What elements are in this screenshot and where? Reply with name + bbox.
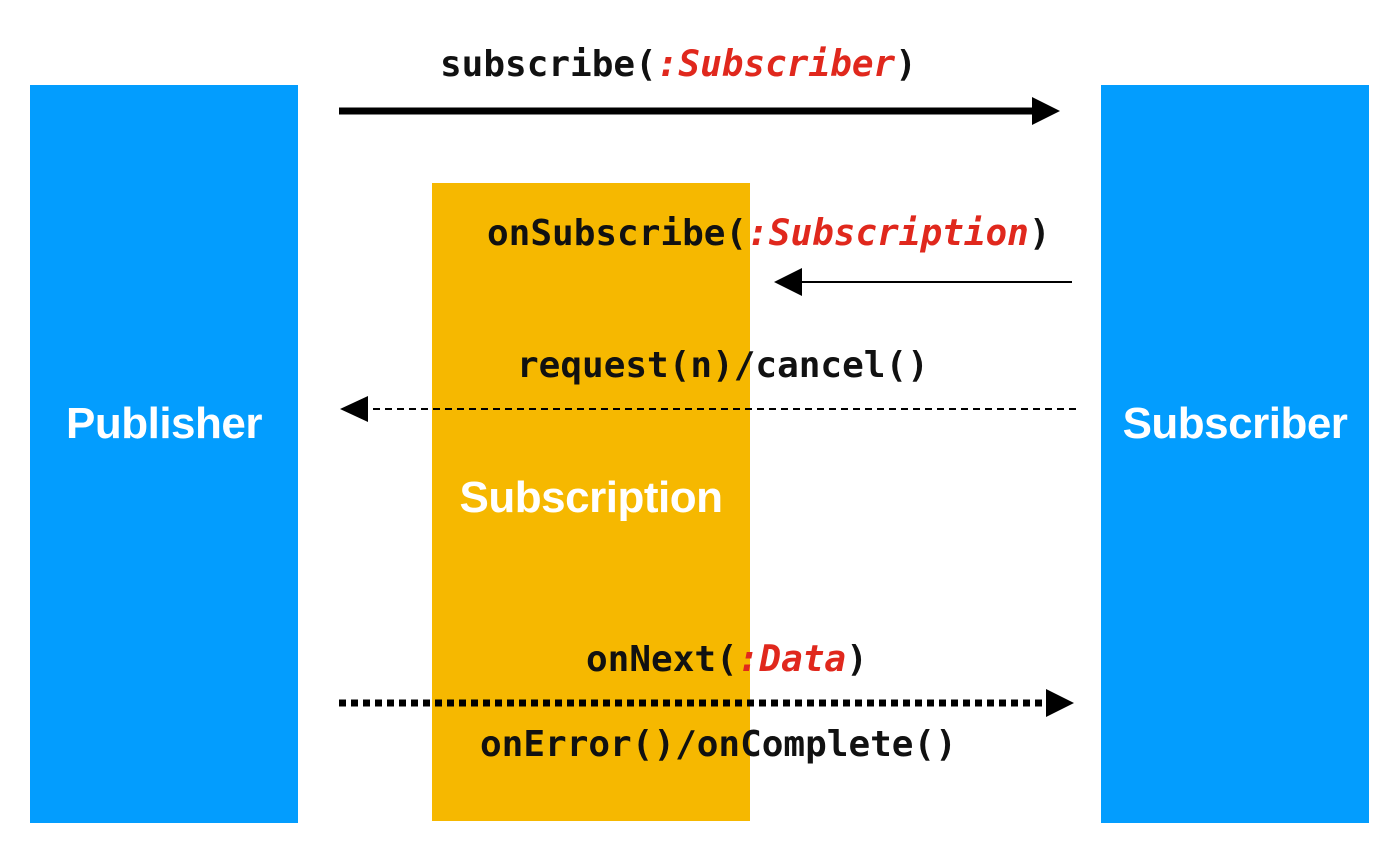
onnext-message: onNext(:Data): [586, 642, 868, 678]
onsubscribe-method: onSubscribe(: [487, 213, 748, 254]
onerror-oncomplete-message: onError()/onComplete(): [480, 724, 957, 765]
onsubscribe-message: onSubscribe(:Subscription): [487, 216, 1051, 252]
onnext-close: ): [846, 639, 868, 680]
subscription-box: Subscription: [432, 183, 750, 821]
onsubscribe-close: ): [1028, 213, 1051, 254]
publisher-box: Publisher: [30, 85, 298, 823]
onnext-arrowhead: [1046, 689, 1074, 717]
subscriber-label: Subscriber: [1122, 399, 1348, 448]
subscribe-param: :Subscriber: [656, 44, 896, 85]
subscriber-box: Subscriber: [1101, 85, 1369, 823]
request-cancel-message: request(n)/cancel(): [517, 345, 929, 386]
request-arrowhead: [340, 396, 368, 422]
onnext-method: onNext(: [586, 639, 738, 680]
subscribe-method: subscribe(: [440, 44, 657, 85]
onsubscribe-param: :Subscription: [747, 213, 1029, 254]
onnext-param: :Data: [737, 639, 847, 680]
subscription-label: Subscription: [459, 473, 723, 522]
publisher-label: Publisher: [66, 399, 263, 448]
subscribe-message: subscribe(:Subscriber): [440, 47, 917, 83]
subscribe-close: ): [895, 44, 917, 85]
subscribe-arrowhead: [1032, 97, 1060, 125]
onsubscribe-arrowhead: [774, 268, 802, 296]
